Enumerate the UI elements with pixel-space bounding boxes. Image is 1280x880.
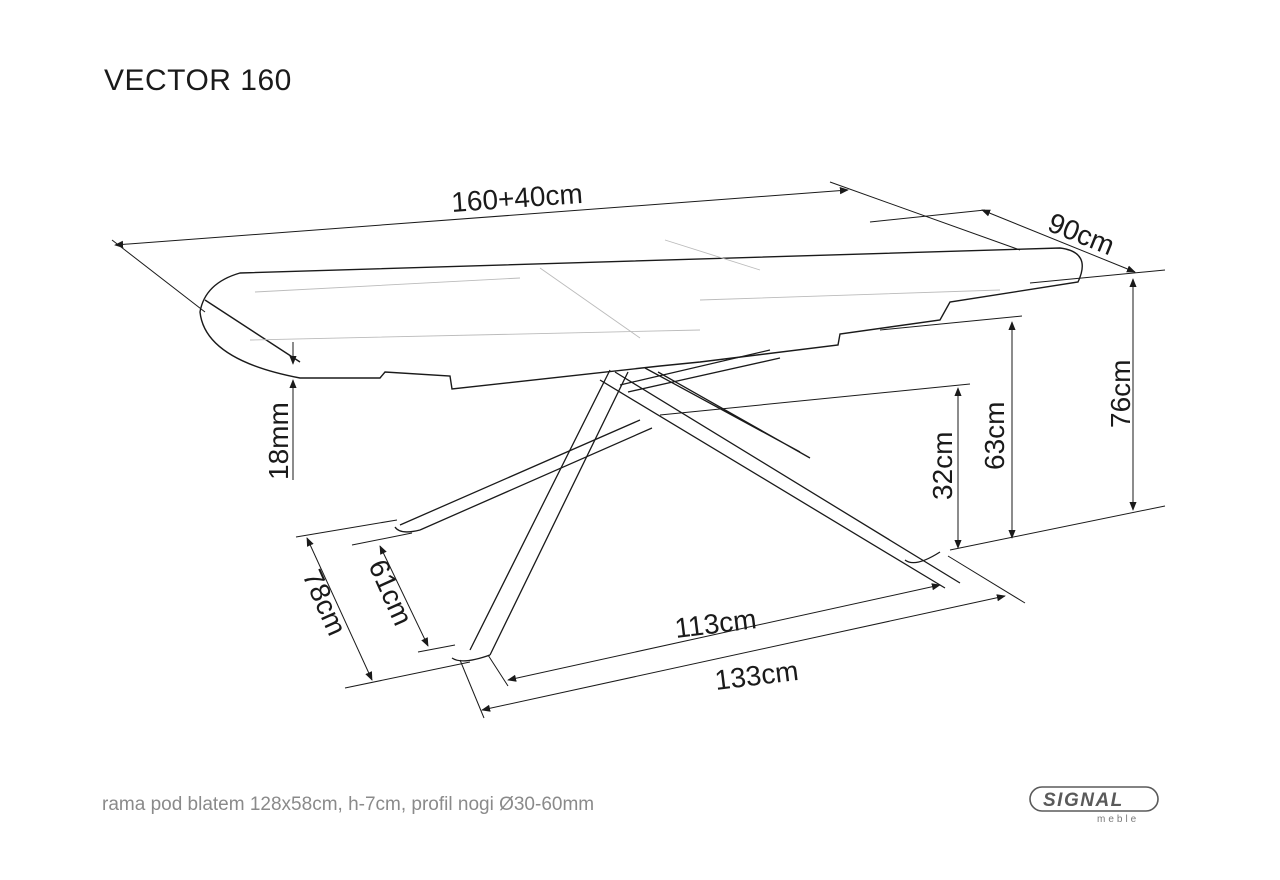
table-top <box>199 239 1083 390</box>
width-ext-top <box>869 209 986 223</box>
base-inner-label: 113cm <box>673 603 758 644</box>
logo-brand: SIGNAL <box>1043 790 1124 811</box>
width-ext-bottom <box>1029 269 1166 284</box>
depth-inner-arrow <box>379 545 429 647</box>
product-title: VECTOR 160 <box>104 64 292 97</box>
leg-front-left <box>451 369 629 662</box>
length-label: 160+40cm <box>450 178 583 218</box>
crossing-ext <box>659 383 971 416</box>
floor-line <box>949 505 1166 551</box>
crossing-label: 32cm <box>927 432 958 500</box>
clearance-ext <box>879 315 1023 331</box>
signal-logo: SIGNAL meble <box>1029 786 1159 825</box>
depth-inner-ext-top <box>351 532 413 546</box>
depth-inner-ext-bottom <box>417 644 456 653</box>
logo-sub: meble <box>1097 814 1139 825</box>
base-ext-left-inner <box>487 654 509 687</box>
dimension-lines <box>111 181 1166 719</box>
height-label: 76cm <box>1105 360 1136 428</box>
width-arrow <box>981 209 1136 273</box>
table-top-thickness <box>204 299 301 363</box>
base-outer-arrow <box>481 594 1006 712</box>
base-ext-right <box>947 555 1026 604</box>
width-label: 90cm <box>1044 207 1119 261</box>
table-top-edge <box>199 247 1083 390</box>
leg-rear <box>619 349 781 393</box>
leg-back-left <box>394 419 653 533</box>
leg-back-right <box>644 367 811 459</box>
leg-front-right <box>599 371 961 589</box>
depth-outer-label: 78cm <box>297 565 353 640</box>
clearance-label: 63cm <box>979 402 1010 470</box>
table-legs <box>394 349 961 662</box>
length-arrow <box>114 187 849 248</box>
depth-outer-ext-top <box>295 519 398 538</box>
depth-outer-ext-bottom <box>344 661 471 689</box>
thickness-label: 18mm <box>263 402 294 480</box>
logo-badge <box>1029 786 1159 812</box>
base-ext-left <box>459 659 485 719</box>
depth-outer-arrow <box>306 537 373 681</box>
frame-footnote: rama pod blatem 128x58cm, h-7cm, profil … <box>102 794 595 815</box>
base-outer-label: 133cm <box>713 655 800 696</box>
length-ext-left <box>111 239 206 313</box>
top-seam-lines <box>249 239 1001 341</box>
depth-inner-label: 61cm <box>363 555 419 630</box>
leg-foot-right <box>904 551 941 564</box>
